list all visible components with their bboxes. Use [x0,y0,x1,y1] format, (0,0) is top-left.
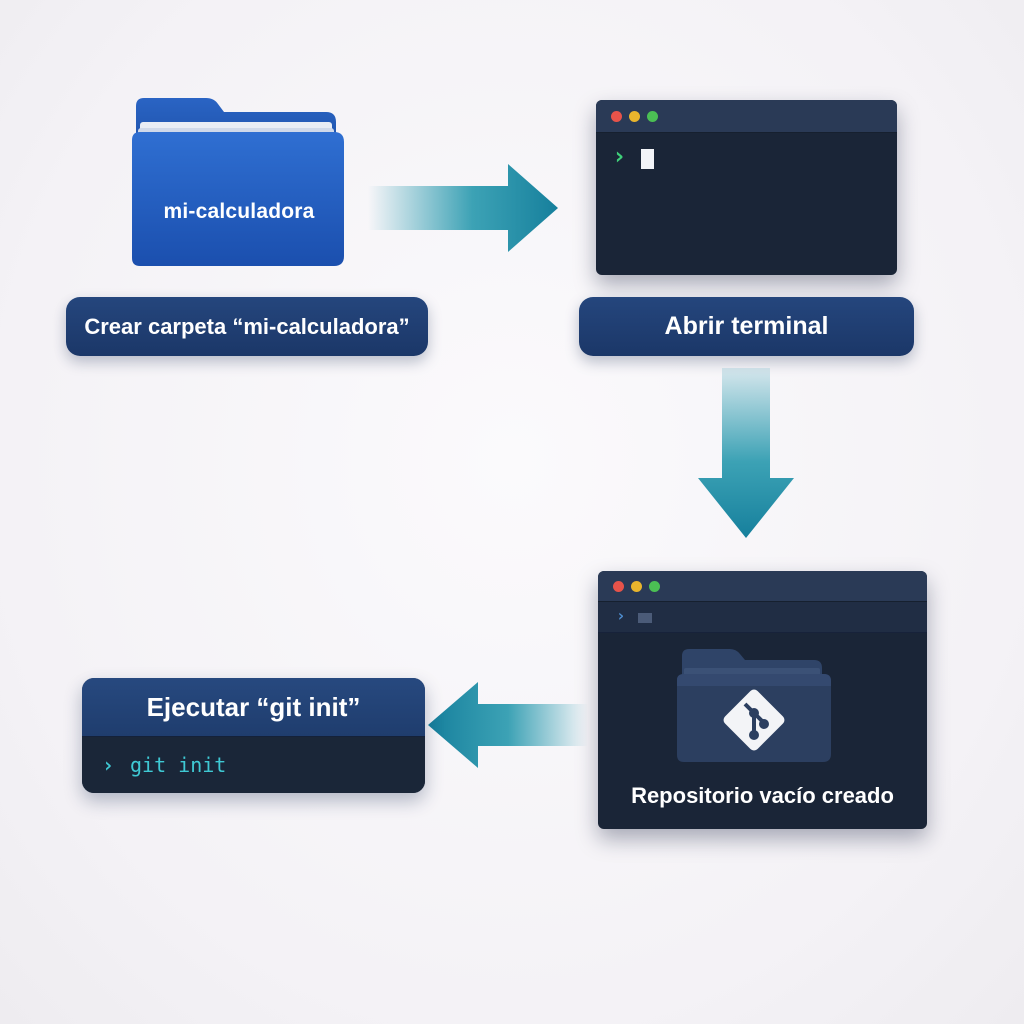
folder-name: mi-calculadora [163,200,315,223]
git-init-card: Ejecutar “git init” › git init [82,678,425,793]
terminal-titlebar [596,100,897,133]
minimize-dot-icon [631,581,642,592]
prompt-chevron-icon: › [102,753,115,777]
repository-titlebar [598,571,927,602]
arrow-right-icon [368,164,560,252]
repository-prompt-bar: › [598,602,927,633]
terminal-cursor [641,149,654,169]
step-label-run-git-init: Ejecutar “git init” [82,678,425,737]
terminal-cursor [638,613,652,623]
prompt-chevron-icon: › [612,142,627,170]
step-label-repo-created: Repositorio vacío creado [631,783,894,808]
git-init-command: git init [130,753,227,777]
git-icon [718,684,790,756]
arrow-left-icon [428,682,588,768]
command-line: › git init [82,737,425,793]
prompt-chevron-icon: › [616,606,626,625]
git-folder-icon [674,646,834,764]
step-label-open-terminal: Abrir terminal [579,297,914,356]
close-dot-icon [611,111,622,122]
terminal-window: › [596,100,897,275]
minimize-dot-icon [629,111,640,122]
step-label-create-folder: Crear carpeta “mi-calculadora” [66,297,428,356]
maximize-dot-icon [647,111,658,122]
arrow-down-icon [698,368,796,540]
close-dot-icon [613,581,624,592]
repository-window: › Repositorio vacío creado [598,571,927,829]
maximize-dot-icon [649,581,660,592]
folder-icon: mi-calculadora [128,96,350,272]
